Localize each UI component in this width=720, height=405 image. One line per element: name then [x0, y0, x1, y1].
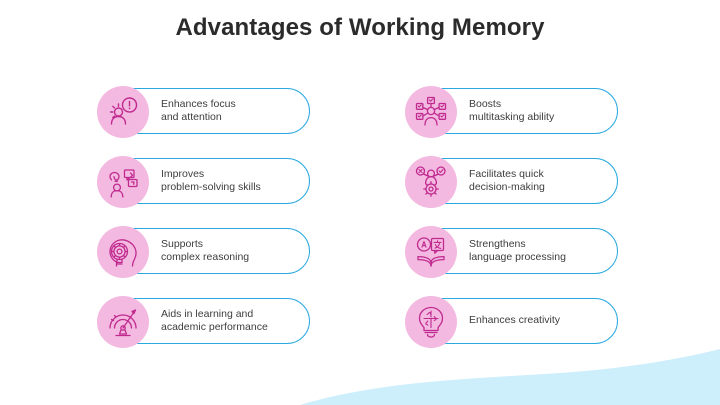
person-alert-icon [97, 86, 149, 138]
advantages-column-right: Boosts multitasking ability [405, 86, 618, 348]
advantage-label: Facilitates quick decision-making [469, 167, 545, 194]
advantage-label: Enhances creativity [469, 314, 561, 327]
advantage-label: Boosts multitasking ability [469, 97, 555, 124]
head-gear-icon [97, 226, 149, 278]
book-translate-card[interactable]: Strengthens language processing [405, 226, 618, 278]
advantage-card[interactable]: Enhances focus and attention [97, 86, 310, 138]
advantage-label: Improves problem-solving skills [161, 167, 261, 194]
advantage-label: Aids in learning and academic performanc… [161, 307, 268, 334]
person-multitask-nodes-icon [405, 86, 457, 138]
person-decision-gear-icon [405, 156, 457, 208]
advantage-card[interactable]: Facilitates quick decision-making [405, 156, 618, 208]
advantage-card[interactable]: Enhances creativity [405, 296, 618, 348]
advantages-column-left: Enhances focus and attention [97, 86, 310, 348]
puzzle-lightbulb-icon [405, 296, 457, 348]
advantage-card[interactable]: Boosts multitasking ability [405, 86, 618, 138]
advantage-card[interactable]: Improves problem-solving skills [97, 156, 310, 208]
book-translate-icon [405, 226, 457, 278]
bottom-wave-decoration [300, 349, 720, 405]
page-title: Advantages of Working Memory [175, 14, 545, 41]
advantage-label: Supports complex reasoning [161, 237, 250, 264]
advantage-label: Enhances focus and attention [161, 97, 236, 124]
advantage-card[interactable]: Supports complex reasoning [97, 226, 310, 278]
gauge-speedometer-icon [97, 296, 149, 348]
person-lightbulb-puzzle-icon [97, 156, 149, 208]
advantage-label: Strengthens language processing [469, 237, 566, 264]
advantage-card[interactable]: Aids in learning and academic performanc… [97, 296, 310, 348]
